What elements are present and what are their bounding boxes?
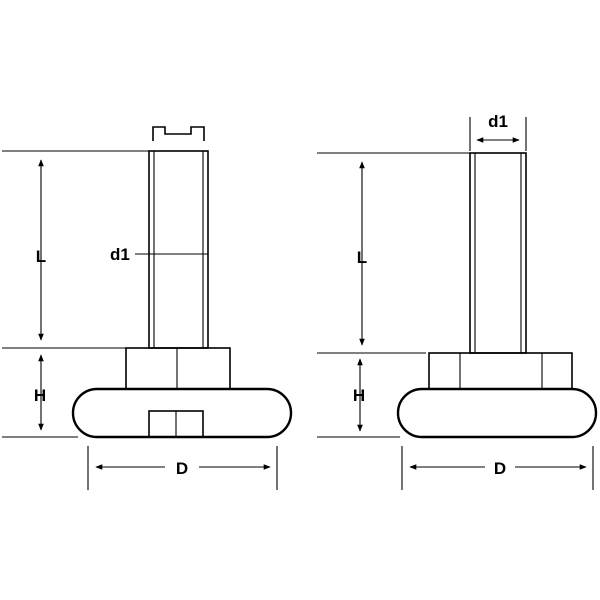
left-slotted-tip (152, 126, 205, 141)
right-base-pad (396, 387, 598, 439)
left-threaded-stud (148, 150, 209, 349)
left-D-label: D (176, 459, 188, 478)
left-base-pad (71, 387, 293, 439)
left-view: L H d1 D (2, 126, 293, 490)
left-hex-nut (125, 347, 231, 390)
left-d1-label: d1 (110, 245, 130, 264)
right-H-label: H (353, 386, 365, 405)
right-D-label: D (494, 459, 506, 478)
right-hex-nut (428, 352, 573, 390)
left-H-label: H (34, 386, 46, 405)
right-L-label: L (357, 248, 367, 267)
right-view: L H d1 D (317, 112, 598, 490)
left-L-label: L (36, 247, 46, 266)
right-d1-label: d1 (488, 112, 508, 131)
right-threaded-stud (469, 152, 527, 354)
